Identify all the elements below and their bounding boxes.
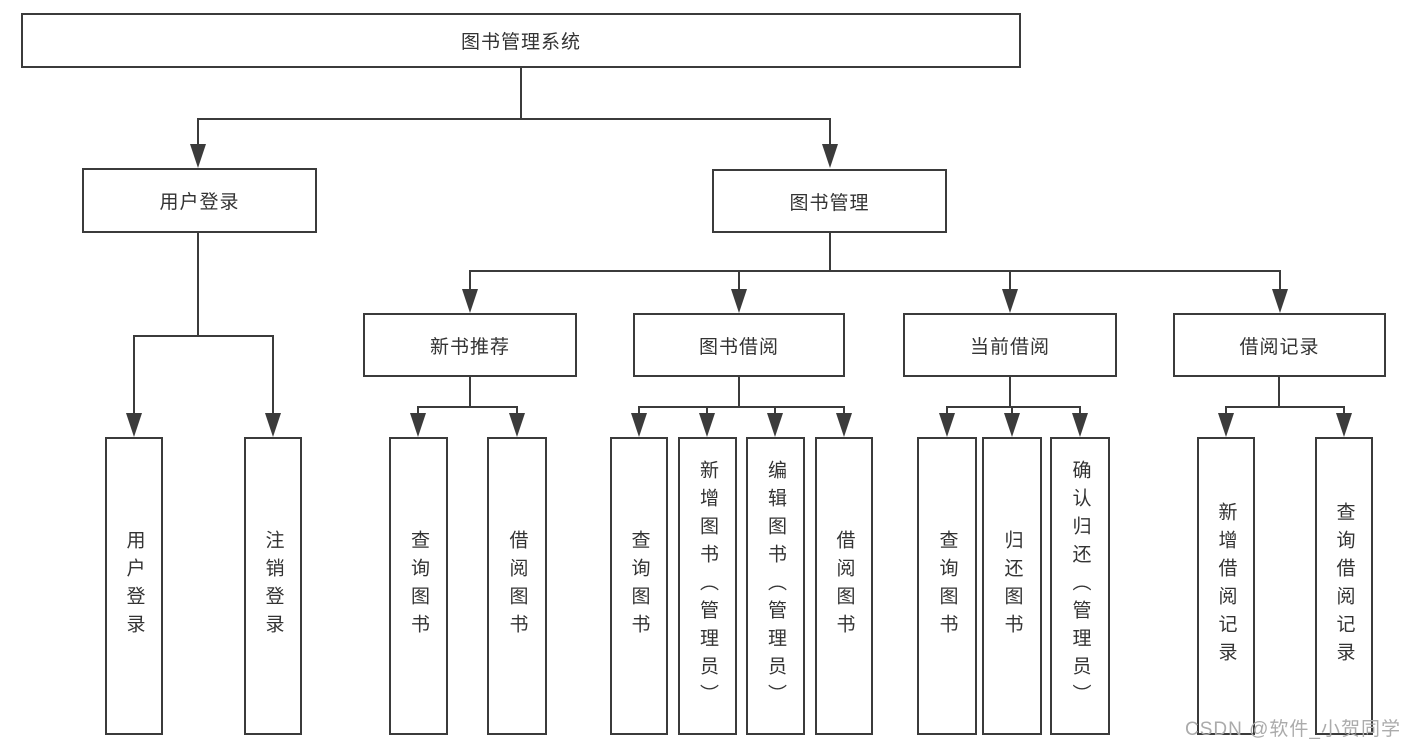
- node-book-borrow-label: 图书借阅: [698, 336, 779, 358]
- node-borrow-record-label: 借阅记录: [1239, 336, 1320, 358]
- connector-user-login-bar: [133, 335, 274, 337]
- node-root: 图书管理系统: [21, 13, 1021, 68]
- leaf-query-borrow-record: 查询借阅记录: [1315, 437, 1373, 735]
- leaf-label: 新增图书（管理员）: [697, 460, 718, 712]
- node-new-book-rec: 新书推荐: [363, 313, 577, 377]
- arrow-down-icon: [631, 413, 647, 437]
- node-borrow-record: 借阅记录: [1173, 313, 1386, 377]
- connector-level3-drop: [738, 270, 740, 291]
- arrow-down-icon: [822, 144, 838, 168]
- arrow-down-icon: [731, 289, 747, 313]
- connector-leaf-drop: [272, 335, 274, 415]
- connector-user-login-stem: [197, 233, 199, 337]
- leaf-query-book-rec: 查询图书: [389, 437, 448, 735]
- connector-group-bar: [417, 406, 518, 408]
- connector-group-stem: [1278, 377, 1280, 408]
- node-book-mgmt: 图书管理: [712, 169, 947, 233]
- leaf-add-book-admin: 新增图书（管理员）: [678, 437, 737, 735]
- node-new-book-rec-label: 新书推荐: [429, 336, 510, 358]
- leaf-label: 注销登录: [262, 530, 284, 642]
- connector-leaf-drop: [1343, 406, 1345, 416]
- connector-user-login-drop: [197, 118, 199, 146]
- leaf-label: 借阅图书: [506, 530, 528, 642]
- connector-group-stem: [1009, 377, 1011, 408]
- connector-leaf-drop: [133, 335, 135, 415]
- connector-group-bar: [946, 406, 1081, 408]
- leaf-label: 新增借阅记录: [1215, 502, 1237, 670]
- connector-group-stem: [469, 377, 471, 408]
- leaf-label: 查询图书: [408, 530, 429, 642]
- connector-leaf-drop: [417, 406, 419, 416]
- connector-level2-bar: [197, 118, 831, 120]
- connector-leaf-drop: [1079, 406, 1081, 416]
- leaf-logout: 注销登录: [244, 437, 302, 735]
- arrow-down-icon: [410, 413, 426, 437]
- connector-leaf-drop: [706, 406, 708, 416]
- connector-level3-bar: [469, 270, 1281, 272]
- arrow-down-icon: [265, 413, 281, 437]
- arrow-down-icon: [1004, 413, 1020, 437]
- connector-leaf-drop: [516, 406, 518, 416]
- arrow-down-icon: [939, 413, 955, 437]
- connector-group-bar: [1225, 406, 1345, 408]
- leaf-confirm-return-admin: 确认归还（管理员）: [1050, 437, 1110, 735]
- connector-leaf-drop: [774, 406, 776, 416]
- connector-level3-drop: [1009, 270, 1011, 291]
- connector-leaf-drop: [1225, 406, 1227, 416]
- leaf-label: 用户登录: [123, 530, 145, 642]
- connector-leaf-drop: [843, 406, 845, 416]
- node-book-borrow: 图书借阅: [633, 313, 845, 377]
- connector-level3-drop: [1279, 270, 1281, 291]
- connector-group-bar: [638, 406, 845, 408]
- connector-leaf-drop: [1011, 406, 1013, 416]
- leaf-label: 归还图书: [1001, 530, 1023, 642]
- leaf-label: 借阅图书: [833, 530, 855, 642]
- connector-leaf-drop: [946, 406, 948, 416]
- connector-book-mgmt-drop: [829, 118, 831, 146]
- arrow-down-icon: [1002, 289, 1018, 313]
- arrow-down-icon: [1218, 413, 1234, 437]
- connector-root-stem: [520, 68, 522, 119]
- leaf-borrow-book: 借阅图书: [815, 437, 873, 735]
- arrow-down-icon: [699, 413, 715, 437]
- node-current-borrow-label: 当前借阅: [969, 336, 1050, 358]
- leaf-user-login: 用户登录: [105, 437, 163, 735]
- leaf-label: 查询图书: [628, 530, 650, 642]
- connector-group-stem: [738, 377, 740, 408]
- node-root-label: 图书管理系统: [460, 32, 581, 53]
- leaf-query-book: 查询图书: [610, 437, 668, 735]
- node-current-borrow: 当前借阅: [903, 313, 1117, 377]
- leaf-query-current: 查询图书: [917, 437, 977, 735]
- node-user-login-label: 用户登录: [159, 192, 240, 213]
- leaf-borrow-book-rec: 借阅图书: [487, 437, 547, 735]
- arrow-down-icon: [190, 144, 206, 168]
- leaf-edit-book-admin: 编辑图书（管理员）: [746, 437, 805, 735]
- leaf-label: 查询图书: [936, 530, 958, 642]
- leaf-label: 编辑图书（管理员）: [765, 460, 786, 712]
- connector-level3-drop: [469, 270, 471, 291]
- connector-book-mgmt-stem: [829, 233, 831, 272]
- arrow-down-icon: [1336, 413, 1352, 437]
- arrow-down-icon: [1272, 289, 1288, 313]
- leaf-return-book: 归还图书: [982, 437, 1042, 735]
- arrow-down-icon: [1072, 413, 1088, 437]
- arrow-down-icon: [767, 413, 783, 437]
- leaf-label: 确认归还（管理员）: [1069, 460, 1091, 712]
- connector-leaf-drop: [638, 406, 640, 416]
- leaf-add-borrow-record: 新增借阅记录: [1197, 437, 1255, 735]
- arrow-down-icon: [509, 413, 525, 437]
- arrow-down-icon: [462, 289, 478, 313]
- watermark: CSDN @软件_小贺同学: [1185, 719, 1401, 740]
- node-user-login: 用户登录: [82, 168, 317, 233]
- arrow-down-icon: [836, 413, 852, 437]
- node-book-mgmt-label: 图书管理: [789, 192, 870, 214]
- arrow-down-icon: [126, 413, 142, 437]
- leaf-label: 查询借阅记录: [1333, 502, 1355, 670]
